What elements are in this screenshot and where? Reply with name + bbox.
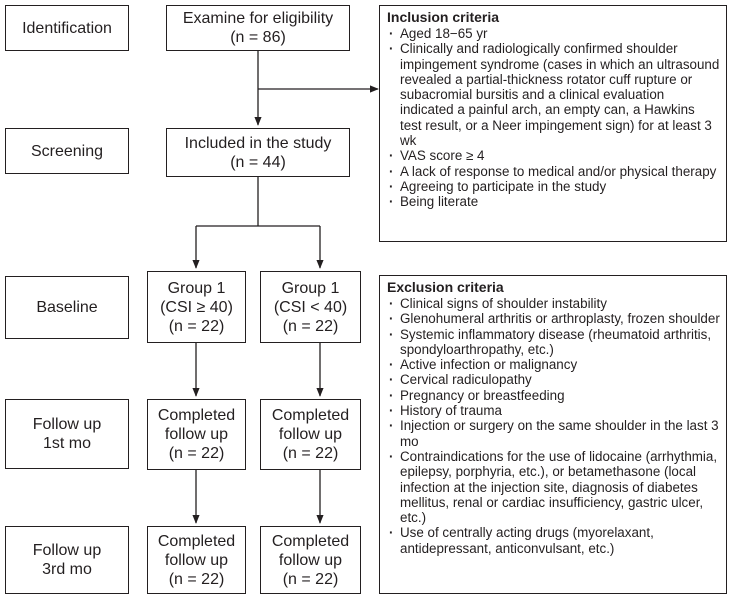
stage-screening: Screening (5, 128, 129, 174)
fu1-b-line2: follow up (278, 426, 343, 443)
group-b-criterion: (CSI < 40) (273, 298, 348, 316)
inclusion-criteria-title: Inclusion criteria (387, 9, 500, 25)
fu1-b-line1: Completed (271, 407, 350, 424)
group-b-title: Group 1 (281, 279, 340, 297)
stage-followup-1-line1: Follow up (32, 416, 102, 433)
followup-1-group-b-box: Completed follow up (n = 22) (260, 399, 361, 470)
exclusion-item: Systemic inflammatory disease (rheumatoi… (387, 327, 720, 358)
exclusion-item: Clinical signs of shoulder instability (387, 296, 720, 312)
group-a-title: Group 1 (167, 279, 226, 297)
exclusion-criteria-box: Exclusion criteria Clinical signs of sho… (379, 275, 727, 594)
exclusion-item: History of trauma (387, 403, 720, 419)
inclusion-criteria-box: Inclusion criteria Aged 18−65 yr Clinica… (379, 5, 727, 242)
exclusion-item: Use of centrally acting drugs (myorelaxa… (387, 525, 720, 556)
inclusion-item: Clinically and radiologically confirmed … (387, 41, 720, 148)
fu3-a-line2: follow up (164, 551, 229, 569)
group-b-box: Group 1 (CSI < 40) (n = 22) (260, 271, 361, 343)
stage-screening-label: Screening (30, 142, 104, 160)
group-a-criterion: (CSI ≥ 40) (160, 298, 233, 316)
stage-followup-1st-mo: Follow up 1st mo (5, 399, 129, 469)
group-b-count: (n = 22) (282, 317, 339, 335)
stage-baseline: Baseline (5, 276, 129, 339)
exclusion-item: Active infection or malignancy (387, 357, 720, 373)
exclusion-item: Glenohumeral arthritis or arthroplasty, … (387, 311, 720, 327)
inclusion-item: Being literate (387, 194, 720, 210)
stage-followup-3-line1: Follow up (32, 542, 102, 559)
group-a-count: (n = 22) (168, 317, 225, 335)
stage-followup-3-line2: 3rd mo (42, 561, 92, 578)
group-a-box: Group 1 (CSI ≥ 40) (n = 22) (147, 271, 246, 343)
fu1-a-line2: follow up (164, 426, 229, 443)
exclusion-criteria-title: Exclusion criteria (387, 279, 504, 295)
fu1-a-line1: Completed (157, 407, 236, 424)
stage-followup-1-line2: 1st mo (42, 435, 91, 452)
eligibility-box: Examine for eligibility (n = 86) (166, 5, 350, 51)
inclusion-criteria-list: Aged 18−65 yr Clinically and radiologica… (387, 26, 720, 210)
exclusion-item: Cervical radiculopathy (387, 372, 720, 388)
fu1-a-count: (n = 22) (168, 445, 225, 462)
fu3-a-count: (n = 22) (168, 570, 225, 588)
exclusion-item: Contraindications for the use of lidocai… (387, 449, 720, 525)
exclusion-criteria-list: Clinical signs of shoulder instability G… (387, 296, 720, 556)
eligibility-count: (n = 86) (230, 29, 286, 46)
stage-baseline-label: Baseline (36, 299, 98, 316)
inclusion-item: Agreeing to participate in the study (387, 179, 720, 195)
followup-3-group-b-box: Completed follow up (n = 22) (260, 526, 361, 594)
included-count: (n = 44) (230, 153, 286, 171)
stage-identification: Identification (5, 5, 129, 51)
exclusion-item: Pregnancy or breastfeeding (387, 388, 720, 404)
fu1-b-count: (n = 22) (282, 445, 339, 462)
fu3-b-count: (n = 22) (282, 570, 339, 588)
inclusion-item: Aged 18−65 yr (387, 26, 720, 42)
inclusion-item: VAS score ≥ 4 (387, 148, 720, 164)
stage-identification-label: Identification (22, 19, 112, 37)
fu3-b-line1: Completed (271, 532, 350, 550)
included-box: Included in the study (n = 44) (166, 128, 350, 177)
eligibility-label: Examine for eligibility (182, 10, 334, 27)
followup-1-group-a-box: Completed follow up (n = 22) (147, 399, 246, 470)
inclusion-item: A lack of response to medical and/or phy… (387, 164, 720, 180)
followup-3-group-a-box: Completed follow up (n = 22) (147, 526, 246, 594)
exclusion-item: Injection or surgery on the same shoulde… (387, 418, 720, 449)
fu3-b-line2: follow up (278, 551, 343, 569)
fu3-a-line1: Completed (157, 532, 236, 550)
stage-followup-3rd-mo: Follow up 3rd mo (5, 526, 129, 594)
included-label: Included in the study (184, 134, 332, 152)
